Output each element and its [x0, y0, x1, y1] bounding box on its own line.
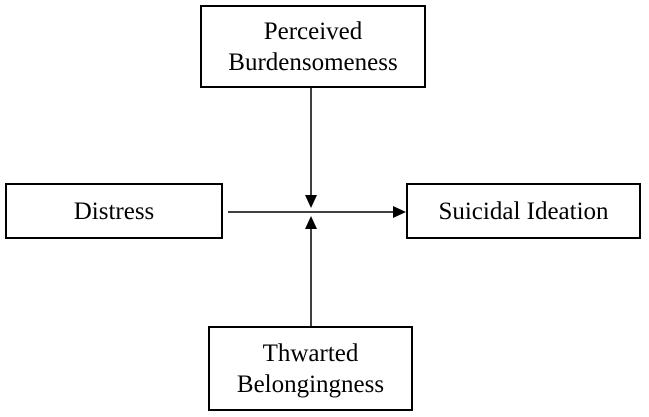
perceived-burdensomeness-box: Perceived Burdensomeness: [200, 5, 426, 88]
belongingness-arrowhead: [305, 216, 317, 229]
perceived-burdensomeness-line2: Burdensomeness: [228, 48, 398, 76]
ideation-arrowhead: [393, 206, 406, 218]
burdensomeness-arrowhead: [305, 195, 317, 208]
perceived-burdensomeness-line1: Perceived: [263, 17, 363, 45]
thwarted-belongingness-line1: Thwarted: [262, 339, 359, 367]
suicidal-ideation-box: Suicidal Ideation: [406, 183, 641, 239]
distress-label: Distress: [73, 197, 155, 225]
suicidal-ideation-label: Suicidal Ideation: [438, 197, 609, 225]
distress-box: Distress: [5, 183, 223, 239]
thwarted-belongingness-box: Thwarted Belongingness: [208, 326, 413, 411]
thwarted-belongingness-line2: Belongingness: [236, 370, 385, 398]
